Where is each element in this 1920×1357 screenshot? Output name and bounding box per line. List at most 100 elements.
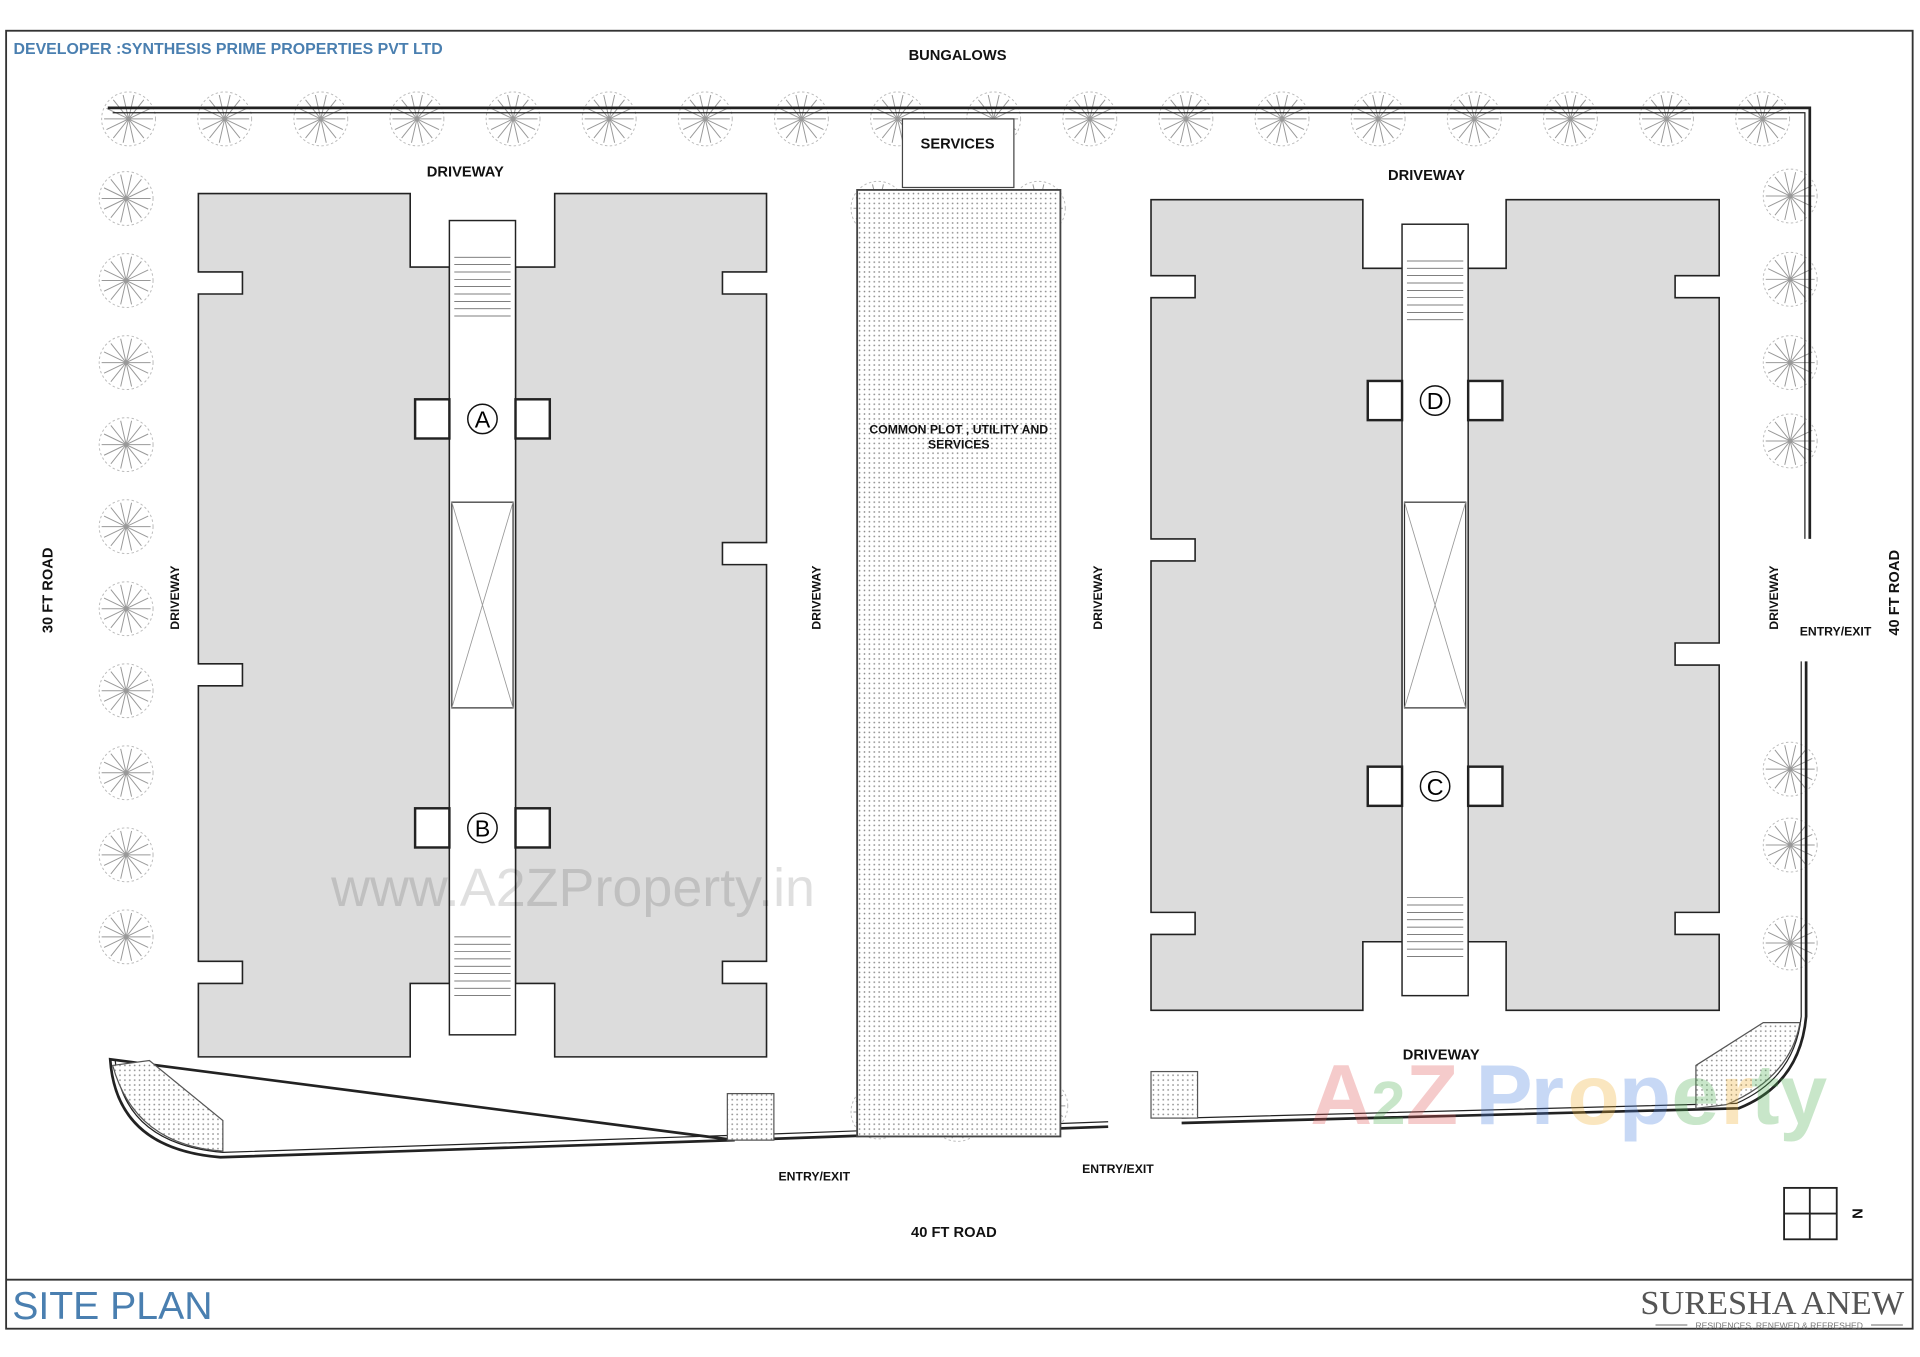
tree-canopy: [98, 745, 154, 801]
corner-planter: [1695, 1021, 1801, 1109]
tree-canopy: [1158, 91, 1214, 147]
void-cross: [1404, 502, 1467, 709]
tower-label: A: [475, 406, 491, 432]
void-cross: [451, 502, 514, 709]
tree-canopy: [389, 91, 445, 147]
tree-branches: [1065, 94, 1115, 143]
tree-icon: [1762, 335, 1818, 391]
tree-icon: [1762, 251, 1818, 307]
tree-canopy: [98, 335, 154, 391]
corner-planter: [111, 1059, 224, 1152]
svg-text:ty: ty: [1751, 1047, 1828, 1143]
tree-branches: [101, 256, 151, 305]
tower-marker: [1419, 770, 1451, 802]
building-wing: [1466, 198, 1720, 1012]
tower-label: C: [1427, 774, 1444, 800]
tree-icon: [389, 91, 445, 147]
common-plot-label: COMMON PLOT , UTILITY AND: [869, 423, 1048, 437]
planter: [726, 1092, 775, 1141]
tree-icon: [98, 663, 154, 719]
bungalows-label: BUNGALOWS: [909, 48, 1007, 64]
tree-canopy: [98, 253, 154, 308]
entry-exit-label: ENTRY/EXIT: [1800, 625, 1872, 639]
planter: [1150, 1070, 1199, 1119]
tree-canopy: [98, 171, 154, 226]
tree-canopy: [98, 663, 154, 719]
tree-branches: [101, 174, 151, 223]
tree-canopy: [1762, 251, 1818, 307]
tree-canopy: [1762, 741, 1818, 797]
lift-box: [1366, 379, 1404, 422]
drawing-frame: [5, 29, 1914, 1330]
driveway-label: DRIVEWAY: [1091, 566, 1105, 630]
driveway-label: DRIVEWAY: [1403, 1047, 1480, 1063]
tree-icon: [485, 91, 541, 147]
tree-canopy: [1762, 168, 1818, 224]
building-wing: [1150, 198, 1405, 1012]
tree-canopy: [774, 91, 829, 147]
tree-canopy: [98, 499, 154, 555]
tree-branches: [1765, 172, 1815, 221]
tree-canopy: [1446, 91, 1502, 147]
tree-branches: [1642, 94, 1692, 143]
tree-branches: [101, 420, 151, 469]
driveway-label: DRIVEWAY: [809, 566, 823, 630]
tree-branches: [101, 666, 151, 715]
tree-canopy: [1762, 915, 1818, 971]
driveway-label: DRIVEWAY: [427, 164, 504, 180]
common-plot-label-2: SERVICES: [928, 437, 990, 451]
tree-icon: [98, 417, 154, 473]
site-boundary: [107, 106, 1812, 1159]
svg-text:r: r: [1531, 1047, 1564, 1143]
tree-icon: [98, 171, 154, 226]
svg-text:P: P: [1476, 1047, 1533, 1143]
tree-branches: [1257, 94, 1307, 143]
lift-box: [1466, 379, 1504, 422]
tree-branches: [104, 94, 154, 143]
tree-canopy: [98, 827, 154, 883]
tree-canopy: [1735, 91, 1791, 147]
entry-exit-label: ENTRY/EXIT: [1082, 1162, 1154, 1176]
building-wing: [197, 192, 451, 1058]
tree-canopy: [101, 91, 156, 147]
tree-branches: [101, 748, 151, 797]
tree-branches: [101, 584, 151, 633]
tree-branches: [1738, 94, 1788, 143]
svg-text:r: r: [1720, 1047, 1753, 1143]
lift-box: [413, 807, 451, 849]
tree-canopy: [581, 91, 637, 147]
driveway-label: DRIVEWAY: [1388, 168, 1465, 184]
tree-icon: [98, 909, 154, 965]
svg-text:Z: Z: [1406, 1047, 1458, 1143]
lift-box: [413, 398, 451, 440]
developer-label: DEVELOPER :SYNTHESIS PRIME PROPERTIES PV…: [13, 41, 442, 58]
lift-box: [514, 398, 552, 440]
building-wing: [514, 192, 768, 1058]
tree-canopy: [197, 91, 253, 147]
tree-icon: [1350, 91, 1406, 147]
tree-canopy: [1062, 91, 1118, 147]
tree-canopy: [1350, 91, 1406, 147]
tree-icon: [101, 91, 156, 147]
tower-label: D: [1427, 388, 1444, 414]
tree-branches: [1161, 94, 1211, 143]
tree-branches: [1765, 416, 1815, 465]
tree-branches: [296, 94, 346, 143]
tree-icon: [1062, 91, 1118, 147]
tree-branches: [200, 94, 250, 143]
tree-canopy: [1542, 91, 1598, 147]
north-arrow: N: [1783, 1186, 1865, 1241]
tree-icon: [1762, 413, 1818, 469]
tree-icon: [1639, 91, 1694, 147]
site-boundary-inner: [112, 112, 1806, 1153]
brand-logo: SURESHA ANEW: [1640, 1284, 1904, 1322]
tree-branches: [1765, 255, 1815, 304]
tree-branches: [1353, 94, 1403, 143]
tree-branches: [680, 94, 730, 143]
tree-canopy: [1762, 413, 1818, 469]
tree-icon: [98, 499, 154, 555]
tree-icon: [1446, 91, 1502, 147]
driveway-label: DRIVEWAY: [1767, 566, 1781, 630]
